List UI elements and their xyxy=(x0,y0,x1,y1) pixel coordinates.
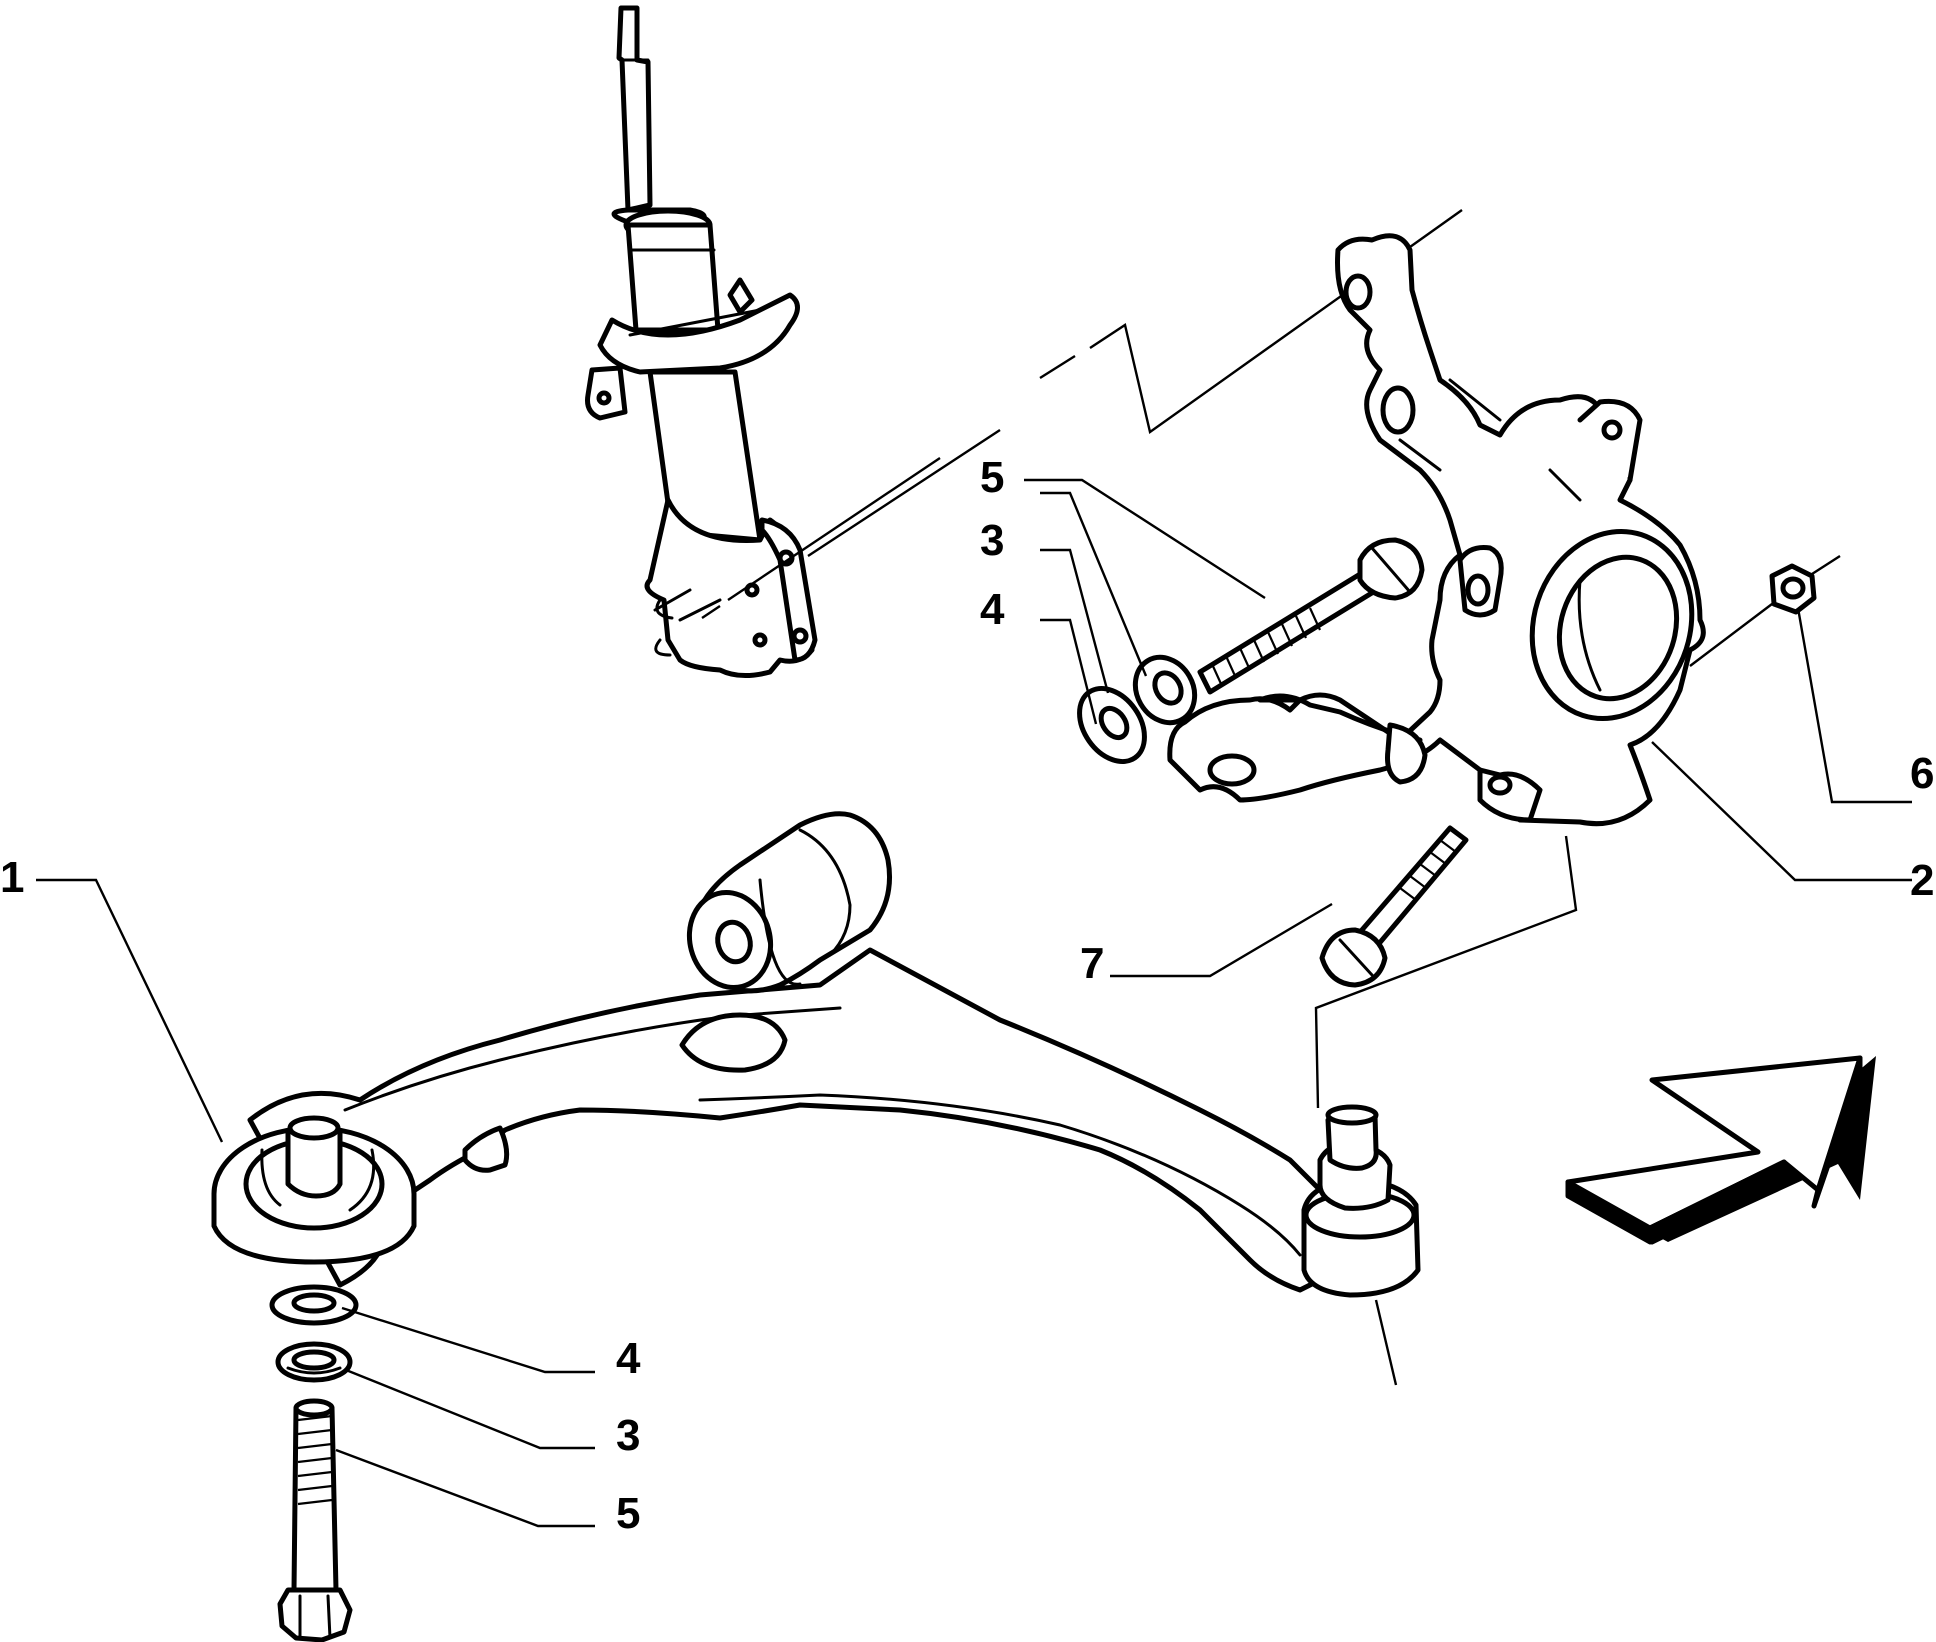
callout-6: 6 xyxy=(1910,749,1934,798)
forward-direction-arrow-icon xyxy=(1565,1055,1876,1245)
lower-control-arm xyxy=(211,811,1421,1298)
lock-nut xyxy=(1769,563,1817,615)
callout-1: 1 xyxy=(0,853,24,902)
callout-3-lower: 3 xyxy=(616,1411,640,1460)
strut-mount-axis xyxy=(701,428,1001,619)
knuckle-clamp-bolt xyxy=(1319,825,1469,988)
callout-4-upper: 4 xyxy=(980,585,1005,634)
shock-absorber-strut xyxy=(585,5,818,678)
callout-7: 7 xyxy=(1080,939,1104,988)
callout-3-upper: 3 xyxy=(980,516,1004,565)
callout-4-lower: 4 xyxy=(616,1334,641,1383)
callout-labels: 1 2 5 3 4 6 7 4 3 5 xyxy=(0,453,1934,1538)
leader-lines xyxy=(36,478,1912,1528)
callout-5-lower: 5 xyxy=(616,1489,640,1538)
lower-washer-3 xyxy=(275,1341,353,1383)
callout-5-upper: 5 xyxy=(980,453,1004,502)
steering-knuckle xyxy=(1167,233,1706,827)
callout-2: 2 xyxy=(1910,856,1934,905)
upper-mount-bolt xyxy=(1197,537,1425,695)
upper-washer-4 xyxy=(1077,686,1147,764)
upper-washer-3 xyxy=(1132,654,1198,726)
lower-mount-bolt xyxy=(277,1398,353,1642)
lower-washer-4 xyxy=(269,1284,359,1326)
